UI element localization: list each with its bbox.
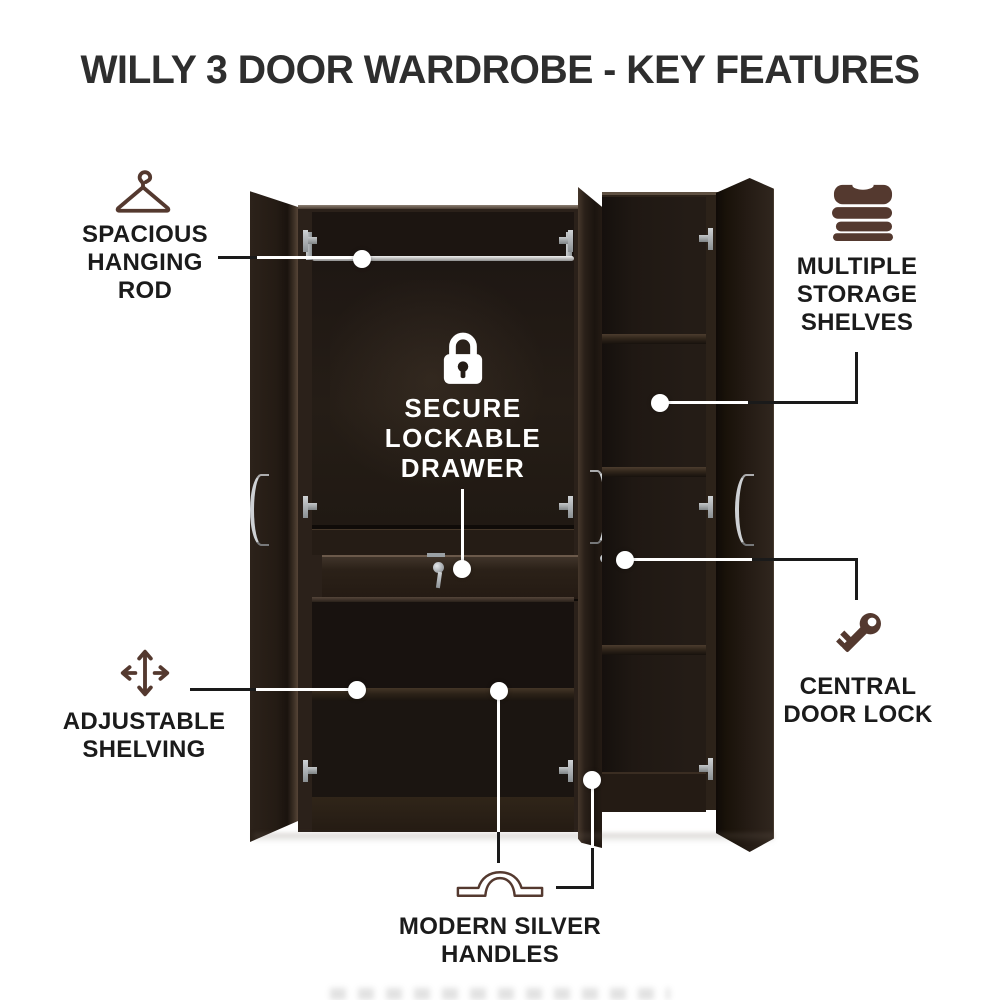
feature-label-hanging-rod: SPACIOUS HANGING ROD xyxy=(30,221,260,305)
open-compartment xyxy=(312,602,574,688)
feature-label-storage-shelves: MULTIPLE STORAGE SHELVES xyxy=(742,253,972,337)
rod-callout-line xyxy=(218,256,257,259)
storage-shelf xyxy=(602,334,706,344)
label-line: ROD xyxy=(117,277,173,304)
handles-callout-dot xyxy=(490,682,508,700)
label-line: MODERN SILVER xyxy=(398,913,602,940)
hinge xyxy=(699,228,713,250)
shelf-column-interior xyxy=(602,197,706,797)
right-door-handle xyxy=(735,474,754,546)
back-panel-seam xyxy=(312,525,574,530)
drawer-callout-dot xyxy=(453,560,471,578)
adjustable-shelf xyxy=(312,688,574,701)
hinge xyxy=(303,760,317,782)
handles-callout-line xyxy=(591,848,594,889)
feature-label-central-door-lock: CENTRAL DOOR LOCK xyxy=(743,673,973,729)
rod-bracket-left xyxy=(306,232,312,260)
lock-callout-line xyxy=(625,558,752,561)
rod-callout-line xyxy=(257,256,363,259)
lower-compartment xyxy=(312,701,574,797)
shelving-callout-dot xyxy=(348,681,366,699)
shelves-callout-line xyxy=(748,401,858,404)
move-arrows-icon xyxy=(116,644,174,702)
mid-band xyxy=(312,530,574,555)
rod-callout-dot xyxy=(353,250,371,268)
storage-shelf xyxy=(602,467,706,477)
handles-callout-line xyxy=(497,691,500,832)
label-line: ADJUSTABLE xyxy=(62,708,226,735)
label-line: SECURE xyxy=(404,393,522,423)
hanging-space xyxy=(312,212,574,258)
label-line: LOCKABLE xyxy=(384,423,542,453)
lock-callout-dot xyxy=(616,551,634,569)
hanging-rod xyxy=(312,256,574,261)
door-handle-icon xyxy=(453,868,547,900)
bottom-band xyxy=(312,797,574,832)
hinge xyxy=(699,758,713,780)
lock-callout-line xyxy=(855,558,858,600)
label-line: SHELVING xyxy=(82,736,206,763)
handles-callout-dot xyxy=(583,771,601,789)
hinge xyxy=(559,230,573,252)
hinge xyxy=(699,496,713,518)
label-line: SHELVES xyxy=(800,309,914,336)
shelf-column-bottom xyxy=(602,772,706,812)
floor-shadow xyxy=(254,833,774,843)
drawer-latch xyxy=(427,553,445,557)
back-panel xyxy=(312,261,574,525)
feature-label-silver-handles: MODERN SILVER HANDLES xyxy=(380,913,620,969)
label-line: STORAGE xyxy=(796,281,918,308)
hinge xyxy=(559,496,573,518)
shelf-column-top-edge xyxy=(602,192,718,195)
feature-label-adjustable-shelving: ADJUSTABLE SHELVING xyxy=(29,708,259,764)
drawer-callout-line xyxy=(461,489,464,569)
handles-callout-line xyxy=(591,780,594,848)
label-line: HANGING xyxy=(87,249,203,276)
handles-callout-line xyxy=(497,832,500,863)
hinge xyxy=(559,760,573,782)
label-line: DOOR LOCK xyxy=(783,701,933,728)
page-title: WILLY 3 DOOR WARDROBE - KEY FEATURES xyxy=(80,48,920,92)
drawer-keyhole xyxy=(433,562,444,573)
feature-label-lockable-drawer: SECURE LOCKABLE DRAWER xyxy=(353,393,573,483)
label-line: MULTIPLE xyxy=(796,253,918,280)
lockable-drawer xyxy=(322,555,578,601)
storage-shelf xyxy=(602,645,706,655)
shelving-callout-line xyxy=(256,688,358,691)
shelves-callout-line xyxy=(855,352,858,404)
padlock-icon xyxy=(441,329,485,387)
hinge xyxy=(303,496,317,518)
under-drawer-edge xyxy=(312,597,574,602)
hinge xyxy=(303,230,317,252)
shelves-callout-line xyxy=(660,401,748,404)
folded-clothes-icon xyxy=(826,181,900,241)
label-line: HANDLES xyxy=(440,941,560,968)
label-line: CENTRAL xyxy=(799,673,917,700)
shelving-callout-line xyxy=(190,688,256,691)
main-section-top-edge xyxy=(298,205,586,209)
hanger-icon xyxy=(112,170,174,216)
lock-callout-line xyxy=(752,558,858,561)
label-line: SPACIOUS xyxy=(82,221,208,248)
back-panel-sheen xyxy=(330,280,556,500)
bottom-cropped-text-smudge xyxy=(330,988,670,1000)
handles-callout-line xyxy=(556,886,594,889)
key-icon xyxy=(827,605,889,667)
left-door-handle xyxy=(250,474,269,546)
label-line: DRAWER xyxy=(400,453,526,483)
shelves-callout-dot xyxy=(651,394,669,412)
